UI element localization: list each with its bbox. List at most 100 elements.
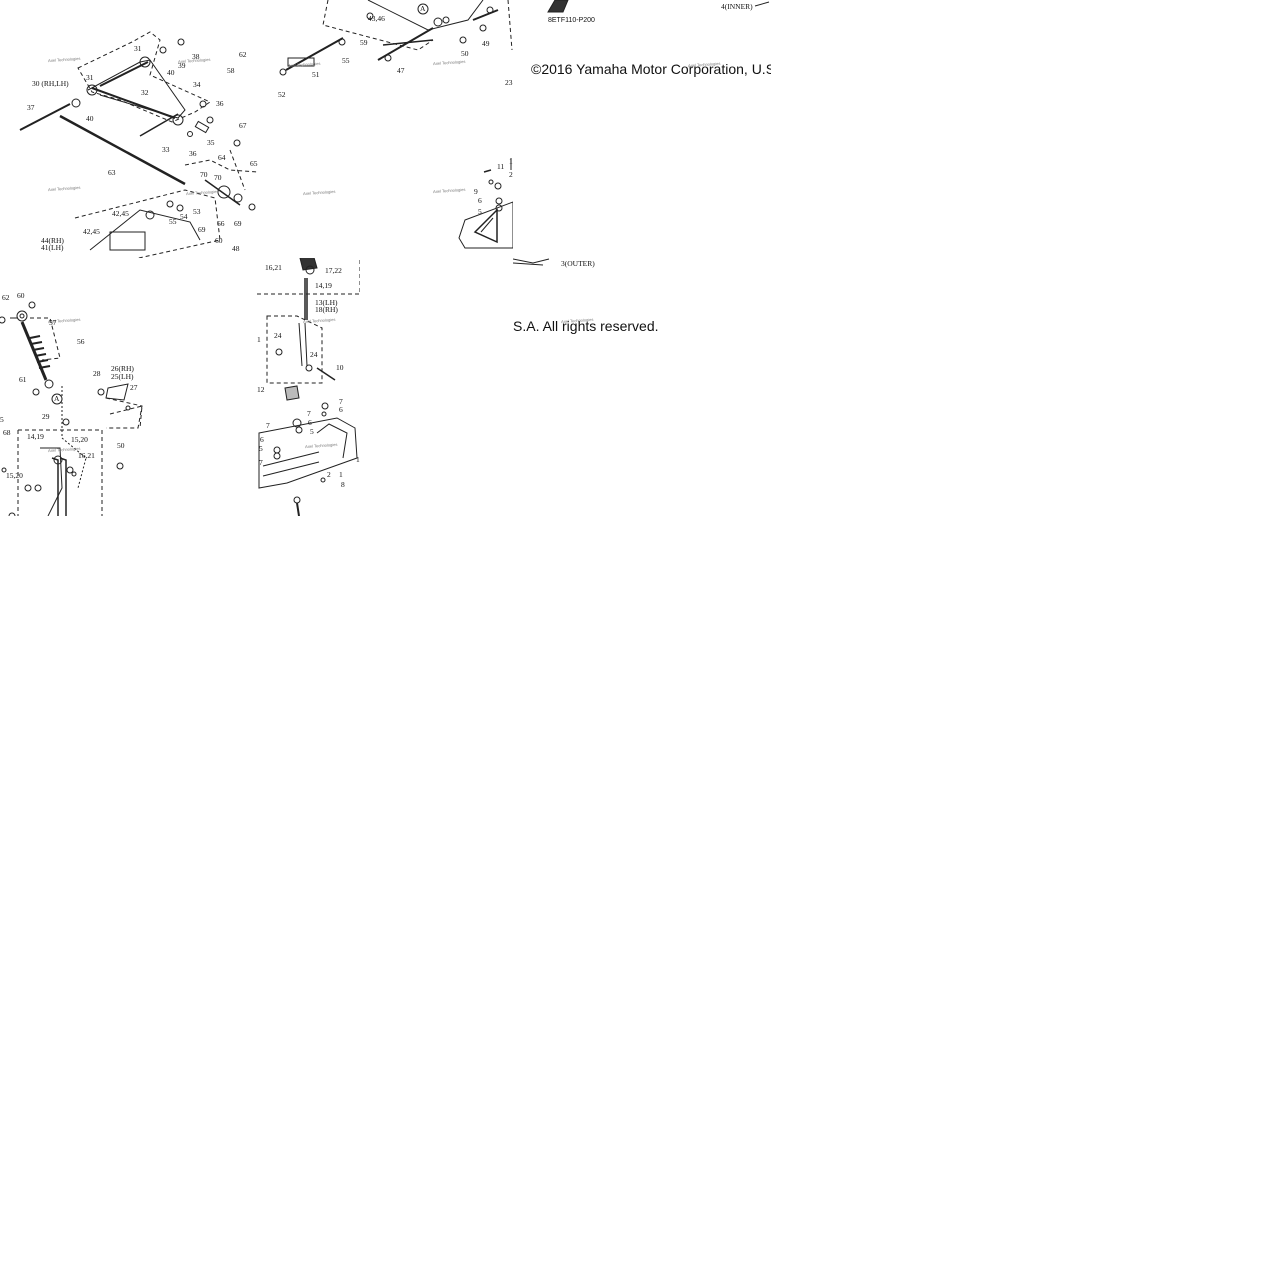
diagram-tile-shock: Ariel Technologies Ariel Technologies 62…	[0, 288, 145, 516]
callout-label: 4(INNER)	[721, 2, 753, 11]
callout-label: 11	[497, 162, 505, 171]
callout-label: 34	[193, 80, 201, 89]
callout-label: 62	[239, 50, 247, 59]
callout-label: 1	[257, 335, 261, 344]
callout-label: 18(RH)	[315, 305, 338, 314]
callout-label: 6	[260, 435, 264, 444]
callout-label: 66	[217, 219, 225, 228]
callout-label: 13(LH)	[315, 298, 338, 307]
callout-label: 65	[250, 159, 258, 168]
callout-label: 40	[167, 68, 175, 77]
callout-label: 58	[227, 66, 235, 75]
callout-label: 60	[215, 236, 223, 245]
diagram-tile-copyright-2: S.A. All rights reserved. Ariel Technolo…	[513, 312, 693, 342]
callout-label: 31	[86, 73, 94, 82]
callout-label: 50	[117, 441, 125, 450]
callout-label: 3(OUTER)	[561, 259, 595, 268]
callout-label: 26(RH)	[111, 364, 134, 373]
callout-label: 70	[200, 170, 208, 179]
callout-label: 6	[478, 196, 482, 205]
diagram-tile-copyright: 8ETF110-P200 4(INNER) ©2016 Yamaha Motor…	[513, 0, 771, 258]
lower-arm-drawing	[279, 0, 513, 76]
callout-label: 25(LH)	[111, 372, 134, 381]
callout-label: 52	[278, 90, 286, 99]
callout-label: 7	[339, 397, 343, 406]
callout-label: 5	[310, 427, 314, 436]
callout-label: 44(RH)	[41, 236, 64, 245]
callout-label: 15,20	[6, 471, 23, 480]
diagram-tile-spindle: Ariel Technologies Ariel Technologies 16…	[257, 258, 360, 516]
upper-arm-drawing	[19, 31, 258, 258]
callout-label: 67	[239, 121, 247, 130]
callout-label: 9	[474, 187, 478, 196]
callout-label: 1	[509, 157, 513, 166]
callout-label: 5	[0, 415, 4, 424]
callout-label: 53	[193, 207, 201, 216]
callout-label: 50	[461, 49, 469, 58]
callout-label: 2	[327, 470, 331, 479]
callout-label: 15,20	[71, 435, 88, 444]
callout-label: 33	[162, 145, 170, 154]
callout-label: 29	[42, 412, 50, 421]
callout-label: 7	[259, 458, 263, 467]
callout-label: 49	[482, 39, 490, 48]
callout-label: 10	[336, 363, 344, 372]
callout-label: 5	[478, 207, 482, 216]
callout-label: 17,22	[325, 266, 342, 275]
callout-label: 60	[17, 291, 25, 300]
callout-label: 37	[27, 103, 35, 112]
copyright-text: ©2016 Yamaha Motor Corporation, U.S	[531, 61, 771, 77]
callout-label: 36	[189, 149, 197, 158]
callout-label: 7	[307, 409, 311, 418]
callout-label: 42,45	[83, 227, 100, 236]
diagram-tile-upper-arm: Ariel Technologies Ariel Technologies Ar…	[0, 0, 258, 258]
callout-label: 64	[218, 153, 226, 162]
callout-label: A	[420, 4, 426, 13]
callout-label: 39	[178, 61, 186, 70]
callout-label: 56	[77, 337, 85, 346]
callout-label: 38	[192, 52, 200, 61]
diagram-tile-ski-edge: 3(OUTER)	[513, 245, 613, 270]
callout-label: 41(LH)	[41, 243, 64, 252]
callout-label: 12	[257, 385, 265, 394]
callout-label: 61	[19, 375, 27, 384]
callout-label: 69	[234, 219, 242, 228]
copyright-text: S.A. All rights reserved.	[513, 318, 659, 334]
callout-label: 47	[397, 66, 405, 75]
callout-label: 14,19	[315, 281, 332, 290]
callout-label: 48	[232, 244, 240, 253]
callout-label: 36	[216, 99, 224, 108]
callout-label: 54	[180, 212, 188, 221]
diagram-code: 8ETF110-P200	[548, 17, 595, 24]
callout-label: 63	[108, 168, 116, 177]
callout-label: 28	[93, 369, 101, 378]
callout-label: 30 (RH,LH)	[32, 79, 69, 88]
callout-label: 6	[308, 418, 312, 427]
callout-label: 1	[356, 455, 360, 464]
ski-drawing	[458, 158, 513, 249]
spindle-drawing	[257, 258, 360, 516]
callout-label: 31	[134, 44, 142, 53]
callout-label: 40	[86, 114, 94, 123]
callout-label: 16,21	[265, 263, 282, 272]
callout-label: 69	[198, 225, 206, 234]
callout-label: 1	[339, 470, 343, 479]
callout-label: 23	[505, 78, 513, 87]
callout-label: 59	[360, 38, 368, 47]
callout-label: 32	[141, 88, 149, 97]
callout-label: 68	[3, 428, 11, 437]
callout-label: 2	[509, 170, 513, 179]
callout-label: 16,21	[78, 451, 95, 460]
callout-label: 42,45	[112, 209, 129, 218]
ski-edge-drawing	[513, 258, 550, 266]
shock-absorber-drawing	[0, 301, 143, 516]
callout-label: 8	[341, 480, 345, 489]
ski-tip-drawing	[547, 0, 770, 13]
callout-label: 24	[274, 331, 282, 340]
callout-label: 35	[207, 138, 215, 147]
callout-label: 43,46	[368, 14, 385, 23]
callout-label: 62	[2, 293, 10, 302]
callout-label: 57	[49, 318, 57, 327]
callout-label: 27	[130, 383, 138, 392]
callout-label: 5	[259, 444, 263, 453]
